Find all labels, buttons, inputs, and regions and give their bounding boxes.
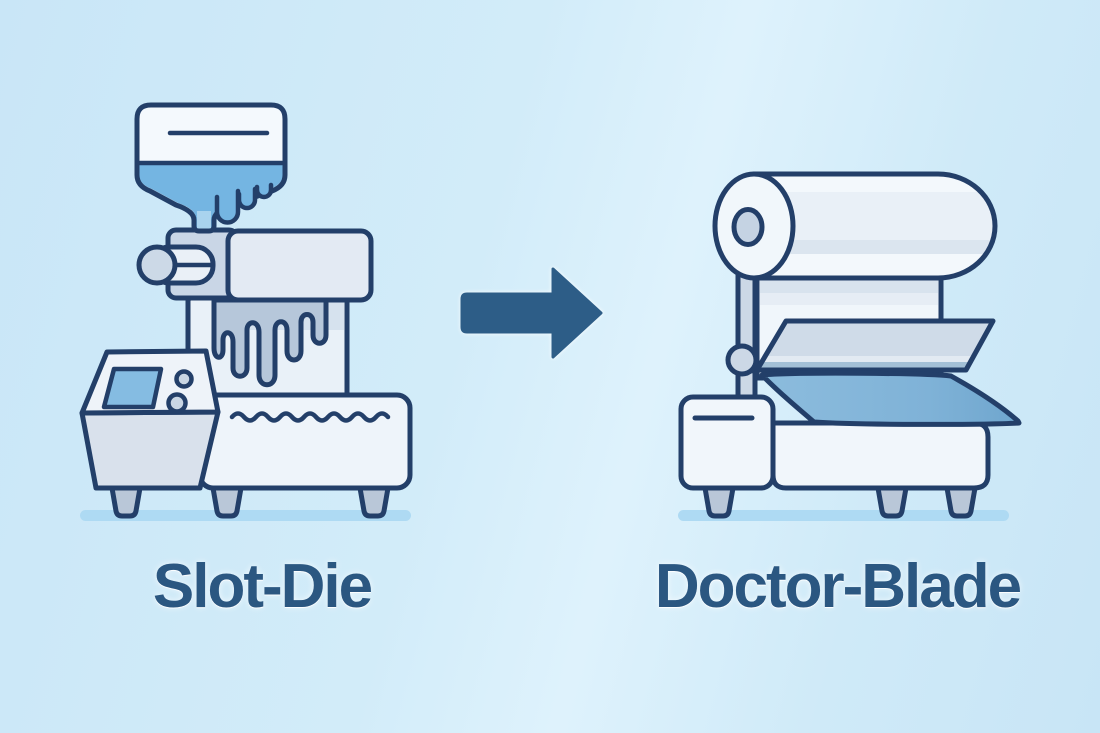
machine-legs: [109, 485, 391, 519]
machine-base: [770, 420, 991, 491]
arrow-right-icon: [460, 267, 603, 359]
panel-button: [174, 369, 194, 389]
ground-shadow: [678, 510, 1009, 521]
slot-die-machine-illustration: [79, 102, 413, 521]
ground-shadow: [80, 510, 411, 521]
side-cabinet: [678, 394, 776, 491]
support-arm: [735, 263, 758, 405]
panel-button: [166, 392, 188, 414]
slurry-drips: [211, 297, 329, 388]
panel-screen: [101, 366, 164, 410]
coated-film: [759, 370, 1022, 427]
slot-die-label: Slot-Die: [152, 552, 373, 621]
liquid-drips: [214, 182, 274, 225]
extruder-shaft-end: [136, 244, 178, 286]
coating-roll: [712, 171, 998, 281]
wave-detail: [229, 411, 391, 423]
hopper-liquid: [139, 163, 283, 229]
control-panel: [79, 348, 221, 491]
doctor-blade-machine-illustration: [678, 171, 1022, 521]
machine-base: [197, 392, 413, 491]
extruder-assembly: [136, 227, 374, 303]
roll-hub: [731, 207, 765, 247]
liquid-stream: [197, 211, 211, 230]
slurry-hopper: [134, 102, 288, 234]
doctor-blade-label: Doctor-Blade: [654, 552, 1022, 621]
machine-legs: [702, 485, 978, 519]
pivot-joint: [725, 343, 759, 377]
doctor-blade: [754, 318, 996, 373]
